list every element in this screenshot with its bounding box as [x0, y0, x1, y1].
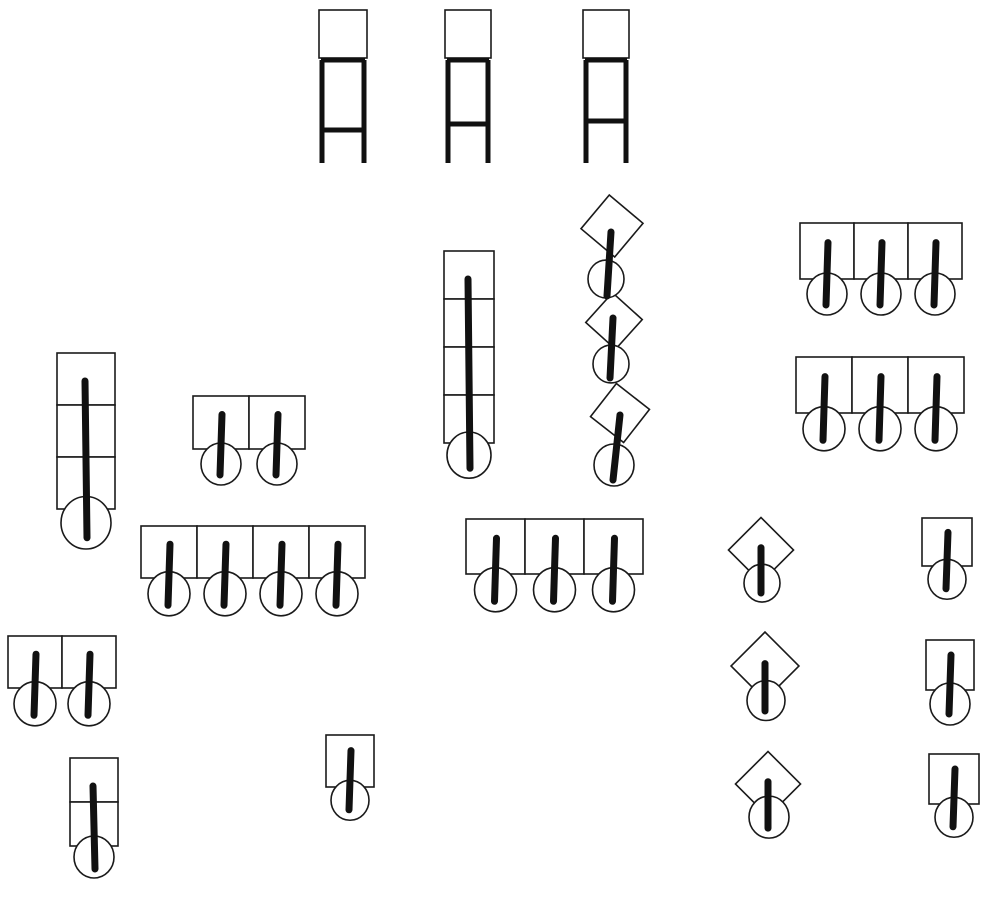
single-figure-3: [929, 754, 979, 837]
horizontal-row-3-top: [800, 223, 962, 315]
rod-line: [613, 538, 615, 601]
rod-line: [224, 544, 226, 605]
rod-line: [610, 318, 613, 378]
rod-line: [935, 377, 937, 441]
diamond-figure-2: [731, 632, 799, 720]
rod-line: [946, 532, 948, 588]
rod-line: [495, 538, 497, 601]
rod-line: [93, 786, 95, 869]
ladder-frame: [585, 60, 627, 163]
ladder-figure-3: [583, 10, 629, 163]
ladder-frame: [321, 60, 365, 163]
rod-line: [280, 544, 282, 605]
rod-line: [823, 377, 825, 441]
square: [583, 10, 629, 58]
diamond-figure-3: [735, 751, 800, 838]
rod-line: [220, 415, 222, 475]
ladder-figure-1: [319, 10, 367, 163]
ladder-frame: [447, 60, 489, 163]
rod-line: [953, 769, 955, 827]
single-figure-2: [926, 640, 974, 725]
single-figure-1: [922, 518, 972, 599]
rod-line: [88, 654, 90, 715]
vertical-stack-4: [444, 251, 494, 478]
diamond-chain-3: [581, 195, 649, 486]
rod-line: [349, 751, 351, 810]
square: [319, 10, 367, 58]
ladder-figure-2: [445, 10, 491, 163]
rod-line: [879, 377, 881, 441]
rod-line: [934, 243, 936, 305]
horizontal-row-2-left: [8, 636, 116, 726]
rod-line: [949, 655, 951, 714]
rod-line: [468, 279, 470, 468]
rod-line: [276, 415, 278, 475]
horizontal-row-4: [141, 526, 365, 616]
rod-line: [85, 381, 87, 538]
single-figure-4: [326, 735, 374, 820]
horizontal-row-2: [193, 396, 305, 485]
vertical-stack-2: [70, 758, 118, 878]
rod-line: [826, 243, 828, 305]
horizontal-row-3-bottom: [466, 519, 643, 612]
square: [445, 10, 491, 58]
rod-line: [34, 654, 36, 715]
vertical-stack-3: [57, 353, 115, 549]
rod-line: [880, 243, 882, 305]
rod-line: [607, 232, 611, 296]
rod-line: [168, 544, 170, 605]
horizontal-row-3-mid: [796, 357, 964, 451]
rod-line: [554, 538, 556, 601]
rod-line: [336, 544, 338, 605]
diamond-figure-1: [728, 517, 793, 602]
